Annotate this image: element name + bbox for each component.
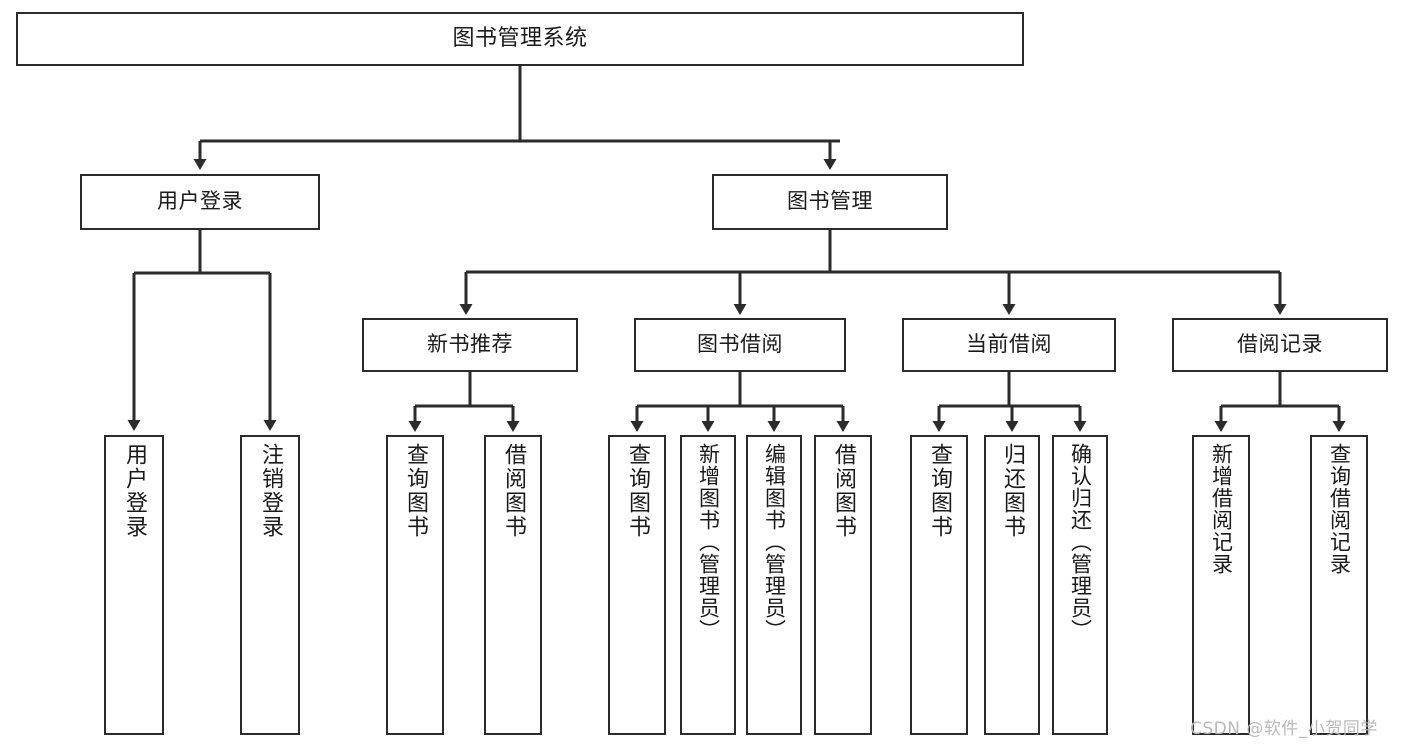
node-leaf-confirm-return-admin[interactable]: 确认归还（管理员） [1052, 435, 1108, 735]
node-leaf-user-login[interactable]: 用户登录 [104, 435, 164, 735]
node-book-manage[interactable]: 图书管理 [712, 174, 948, 230]
node-leaf-user-login-label: 用户登录 [122, 443, 147, 539]
node-leaf-query-book-3[interactable]: 查询图书 [910, 435, 968, 735]
node-leaf-query-book-2[interactable]: 查询图书 [608, 435, 666, 735]
watermark: CSDN @软件_小贺同学 [1190, 719, 1378, 739]
node-leaf-borrow-book-2[interactable]: 借阅图书 [814, 435, 872, 735]
node-leaf-add-borrow-record[interactable]: 新增借阅记录 [1192, 435, 1250, 735]
node-leaf-query-borrow-record[interactable]: 查询借阅记录 [1310, 435, 1368, 735]
node-book-manage-label: 图书管理 [787, 189, 873, 214]
node-borrow-record-label: 借阅记录 [1237, 332, 1323, 357]
node-borrow-record[interactable]: 借阅记录 [1172, 318, 1388, 372]
node-leaf-add-borrow-record-label: 新增借阅记录 [1209, 443, 1234, 575]
node-new-book-recommend-label: 新书推荐 [427, 332, 513, 357]
node-leaf-query-book-1-label: 查询图书 [403, 443, 428, 539]
node-book-borrow[interactable]: 图书借阅 [634, 318, 846, 372]
node-root[interactable]: 图书管理系统 [16, 12, 1024, 66]
node-leaf-query-book-1[interactable]: 查询图书 [386, 435, 444, 735]
node-leaf-borrow-book-1[interactable]: 借阅图书 [484, 435, 542, 735]
node-root-label: 图书管理系统 [452, 25, 588, 51]
node-leaf-add-book-admin[interactable]: 新增图书（管理员） [680, 435, 736, 735]
node-leaf-edit-book-admin[interactable]: 编辑图书（管理员） [746, 435, 802, 735]
node-leaf-logout-login-label: 注销登录 [258, 443, 283, 539]
node-leaf-edit-book-admin-label: 编辑图书（管理员） [762, 443, 787, 641]
node-leaf-query-borrow-record-label: 查询借阅记录 [1327, 443, 1352, 575]
node-current-borrow-label: 当前借阅 [966, 332, 1052, 357]
node-leaf-return-book-label: 归还图书 [1000, 443, 1025, 539]
node-new-book-recommend[interactable]: 新书推荐 [362, 318, 578, 372]
node-leaf-logout-login[interactable]: 注销登录 [240, 435, 300, 735]
node-book-borrow-label: 图书借阅 [697, 332, 783, 357]
node-leaf-confirm-return-admin-label: 确认归还（管理员） [1068, 443, 1093, 641]
node-leaf-query-book-2-label: 查询图书 [625, 443, 650, 539]
node-leaf-return-book[interactable]: 归还图书 [984, 435, 1040, 735]
node-current-borrow[interactable]: 当前借阅 [902, 318, 1116, 372]
node-user-login[interactable]: 用户登录 [80, 174, 320, 230]
node-leaf-query-book-3-label: 查询图书 [927, 443, 952, 539]
node-leaf-borrow-book-2-label: 借阅图书 [831, 443, 856, 539]
node-leaf-add-book-admin-label: 新增图书（管理员） [696, 443, 721, 641]
node-user-login-label: 用户登录 [157, 189, 243, 214]
node-leaf-borrow-book-1-label: 借阅图书 [501, 443, 526, 539]
